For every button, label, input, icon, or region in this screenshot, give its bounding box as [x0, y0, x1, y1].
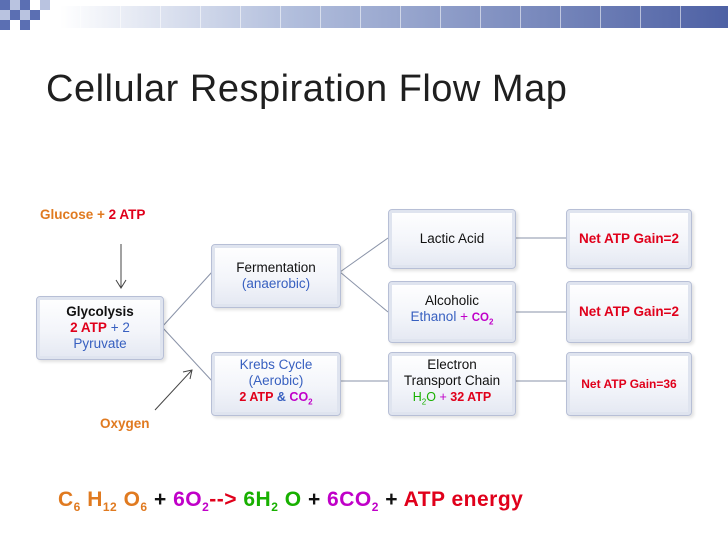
- net-gain-etc-box: Net ATP Gain=36: [566, 352, 692, 416]
- net-gain-alcoholic-box: Net ATP Gain=2: [566, 281, 692, 343]
- glycolysis-atp-line: 2 ATP + 2: [70, 320, 130, 335]
- net-gain-etc: Net ATP Gain=36: [581, 377, 677, 391]
- fermentation-type: (anaerobic): [241, 276, 311, 291]
- etc-title-line1: Electron: [427, 357, 477, 373]
- fermentation-title: Fermentation: [236, 260, 316, 275]
- lactic-acid-box: Lactic Acid: [388, 209, 516, 269]
- net-gain-lactic-box: Net ATP Gain=2: [566, 209, 692, 269]
- glycolysis-box: Glycolysis 2 ATP + 2 Pyruvate: [36, 296, 164, 360]
- glycolysis-title: Glycolysis: [66, 304, 134, 319]
- krebs-products: 2 ATP & CO2: [239, 390, 313, 407]
- krebs-type: (Aerobic): [248, 373, 304, 389]
- net-gain-lactic: Net ATP Gain=2: [579, 231, 679, 246]
- page-title: Cellular Respiration Flow Map: [46, 68, 568, 110]
- electron-transport-chain-box: Electron Transport Chain H2O + 32 ATP: [388, 352, 516, 416]
- overall-equation: C6 H12 O6 + 6O2--> 6H2 O + 6CO2 + ATP en…: [58, 488, 524, 515]
- net-gain-alcoholic: Net ATP Gain=2: [579, 304, 679, 319]
- alcoholic-box: Alcoholic Ethanol + CO2: [388, 281, 516, 343]
- alcoholic-title: Alcoholic: [424, 293, 480, 309]
- oxygen-label: Oxygen: [100, 416, 150, 431]
- etc-title-line2: Transport Chain: [403, 373, 501, 389]
- glucose-label: Glucose + 2 ATP: [40, 207, 146, 222]
- krebs-title: Krebs Cycle: [239, 357, 313, 373]
- alcoholic-products: Ethanol + CO2: [410, 309, 494, 327]
- fermentation-box: Fermentation (anaerobic): [211, 244, 341, 308]
- krebs-cycle-box: Krebs Cycle (Aerobic) 2 ATP & CO2: [211, 352, 341, 416]
- header-decoration: [0, 0, 728, 30]
- glycolysis-product: Pyruvate: [73, 336, 127, 351]
- lactic-acid-title: Lactic Acid: [419, 231, 485, 246]
- etc-products: H2O + 32 ATP: [412, 390, 492, 407]
